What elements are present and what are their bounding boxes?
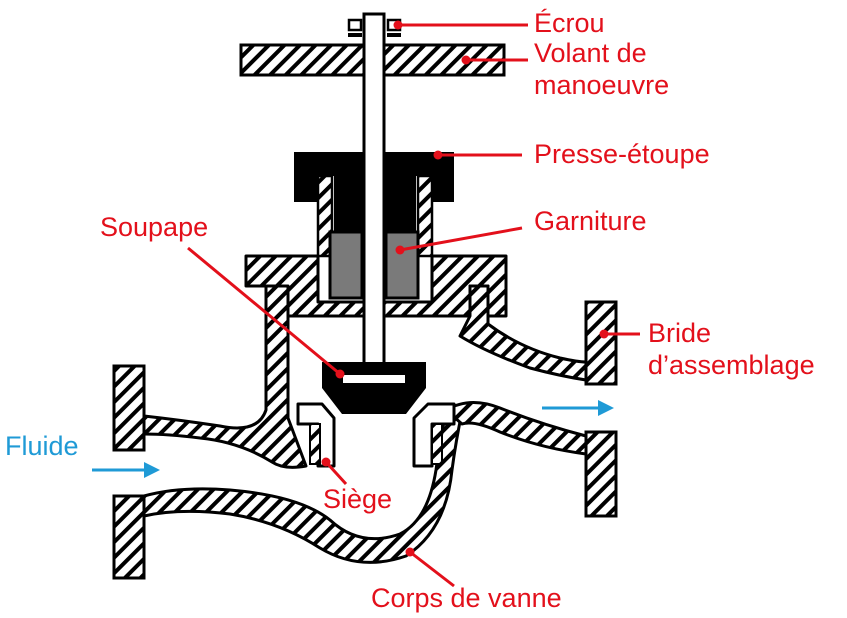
gland-right (384, 152, 454, 232)
inlet-flange-top (112, 364, 146, 452)
stem (362, 12, 386, 378)
leader-presse-etoupe-dot (433, 150, 443, 160)
label-bride-line1: Bride (648, 318, 712, 348)
body-right-upper-wall (458, 284, 588, 382)
label-presse-etoupe: Presse-étoupe (534, 139, 710, 169)
gland-left (294, 152, 364, 232)
label-ecrou: Écrou (534, 8, 605, 38)
nut-right-base (387, 33, 401, 37)
packing-right (384, 230, 420, 300)
leader-siege (324, 460, 348, 486)
leader-volant-dot (461, 55, 471, 65)
nut-left-base (348, 33, 362, 37)
leader-garniture (399, 226, 523, 252)
leader-garniture-dot (395, 245, 405, 255)
flow-arrow-inlet-head (144, 462, 160, 478)
leader-corps (409, 550, 455, 588)
label-garniture: Garniture (534, 206, 647, 236)
seat-left-thread (309, 423, 321, 465)
disc-slot (341, 373, 407, 385)
body-left-wall (142, 284, 308, 469)
leader-bride-dot (599, 329, 609, 339)
label-soupape: Soupape (100, 212, 209, 242)
flow-arrow-outlet-head (598, 400, 614, 416)
leader-corps-dot (405, 547, 415, 557)
label-volant-line1: Volant de (534, 38, 647, 68)
leader-siege-dot (321, 457, 331, 467)
nut-left (347, 18, 363, 32)
label-volant-line2: manoeuvre (534, 70, 670, 100)
label-siege: Siège (323, 484, 393, 514)
leader-soupape-dot (335, 369, 345, 379)
outlet-flange-top (584, 300, 618, 386)
label-corps-de-vanne: Corps de vanne (371, 583, 562, 613)
body-right-lower-wall (444, 401, 588, 456)
handwheel-left (239, 43, 373, 77)
label-bride-line2: d’assemblage (648, 350, 815, 380)
seat-right-thread (431, 423, 443, 465)
outlet-flange-bottom (584, 430, 618, 518)
inlet-flange-bottom (112, 494, 146, 580)
leader-ecrou-dot (393, 20, 403, 30)
disc (322, 362, 426, 414)
packing-left (328, 230, 364, 300)
label-fluide: Fluide (5, 431, 79, 461)
leader-soupape (187, 246, 341, 376)
